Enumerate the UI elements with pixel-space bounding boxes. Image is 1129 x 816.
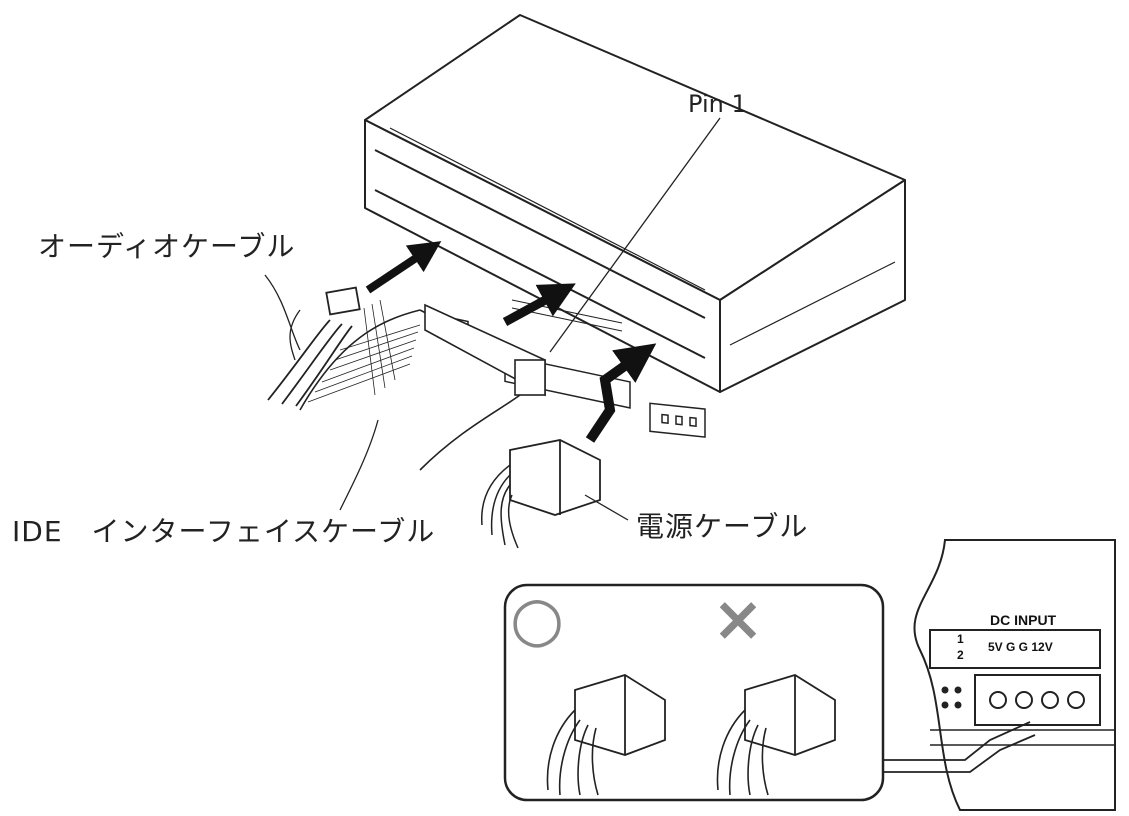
wrong-plug [716, 674, 836, 796]
ide-ribbon-cable [299, 299, 546, 471]
pin1-label: Pin 1 [688, 90, 747, 118]
drive-front-face [364, 119, 721, 393]
dc-pinout: 5V G G 12V [988, 640, 1053, 654]
optical-drive [364, 14, 906, 393]
power-cable [481, 439, 601, 549]
audio-cable [267, 286, 361, 407]
pin1-leader [549, 117, 721, 353]
audio-insert-arrow [365, 241, 442, 294]
correct-wrong-inset [503, 583, 885, 802]
dc-input-title: DC INPUT [990, 612, 1057, 628]
ide-cable-label: IDE インターフェイスケーブル [12, 515, 436, 548]
correct-mark: ○ [510, 582, 565, 655]
dc-row-2: 2 [957, 648, 964, 662]
power-insert-arrow [585, 343, 657, 443]
dc-row-1: 1 [957, 632, 964, 646]
audio-cable-label: オーディオケーブル [38, 230, 296, 263]
audio-plug [325, 286, 361, 316]
ide-insert-arrow [502, 283, 576, 326]
power-plug [509, 439, 601, 516]
dc-input-panel [913, 539, 1116, 811]
power-cable-label: 電源ケーブル [636, 510, 809, 543]
socket-pointer [883, 721, 1031, 761]
wrong-mark: × [712, 582, 764, 655]
correct-plug [546, 674, 666, 796]
